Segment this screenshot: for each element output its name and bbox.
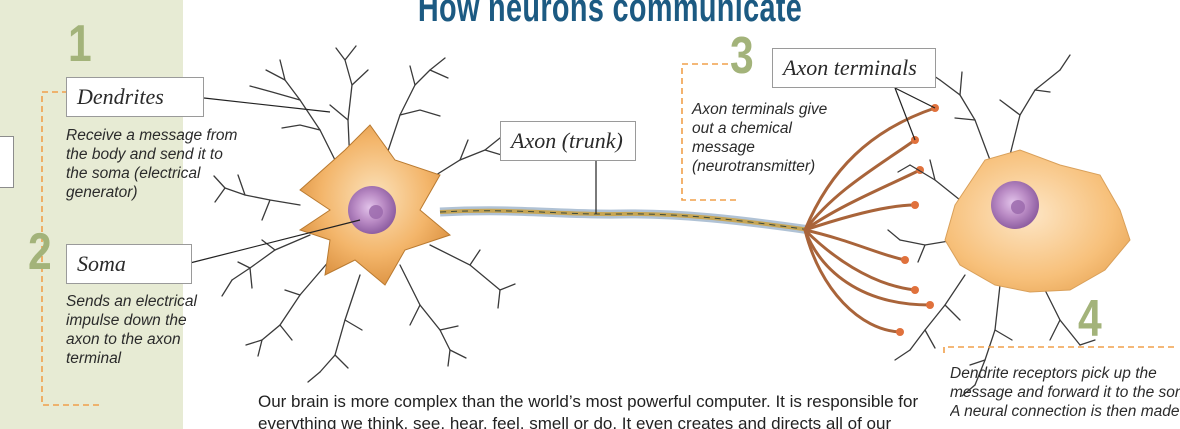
axon-terminals-desc-line: out a chemical — [692, 119, 842, 138]
right-nucleolus — [1011, 200, 1025, 214]
step-4-number: 4 — [1078, 293, 1102, 345]
axon-terminals-label: Axon terminals — [772, 48, 936, 88]
axon — [440, 211, 810, 230]
soma-desc-line: Sends an electrical — [66, 292, 246, 311]
axon-terminals-desc-line: message — [692, 138, 842, 157]
axon-label: Axon (trunk) — [500, 121, 636, 161]
body-paragraph: Our brain is more complex than the world… — [258, 391, 938, 429]
dendrites-desc-line: the soma (electrical — [66, 164, 256, 183]
step-1-number: 1 — [68, 18, 92, 70]
dendrite-receptors-description: Dendrite receptors pick up the message a… — [950, 364, 1180, 421]
step-2-number: 2 — [28, 226, 52, 278]
dendrites-desc-line: Receive a message from — [66, 126, 256, 145]
dendrites-label: Dendrites — [66, 77, 204, 117]
left-nucleolus — [369, 205, 383, 219]
axon-terminal-knobs — [896, 104, 939, 336]
dendrite-receptors-desc-line: Dendrite receptors pick up the — [950, 364, 1180, 383]
soma-description: Sends an electrical impulse down the axo… — [66, 292, 246, 368]
dendrite-receptors-desc-line: A neural connection is then made. — [950, 402, 1180, 421]
right-soma — [945, 150, 1130, 292]
body-paragraph-line: everything we think, see, hear, feel, sm… — [258, 413, 938, 429]
dendrites-desc-line: generator) — [66, 183, 256, 202]
dendrite-receptors-desc-line: message and forward it to the soma. — [950, 383, 1180, 402]
axon-terminals-description: Axon terminals give out a chemical messa… — [692, 100, 842, 176]
step-3-number: 3 — [730, 30, 754, 82]
axon-terminals-desc-line: (neurotransmitter) — [692, 157, 842, 176]
soma-desc-line: impulse down the — [66, 311, 246, 330]
soma-label: Soma — [66, 244, 192, 284]
soma-desc-line: axon to the axon — [66, 330, 246, 349]
soma-desc-line: terminal — [66, 349, 246, 368]
body-paragraph-line: Our brain is more complex than the world… — [258, 391, 938, 413]
dendrites-description: Receive a message from the body and send… — [66, 126, 256, 202]
dendrites-desc-line: the body and send it to — [66, 145, 256, 164]
axon-terminals-desc-line: Axon terminals give — [692, 100, 842, 119]
